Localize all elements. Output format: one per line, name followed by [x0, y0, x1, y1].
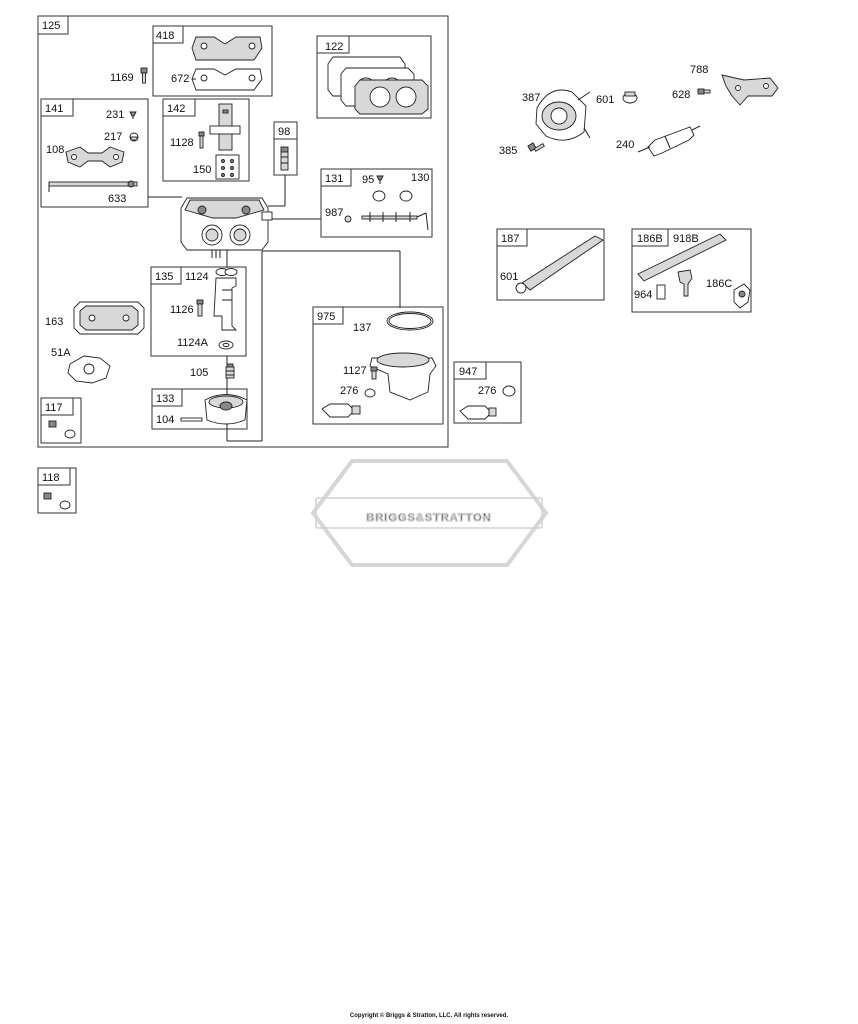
bracket-788 — [721, 74, 779, 106]
part-label-1169: 1169 — [110, 72, 134, 84]
throttle-group-141 — [40, 98, 149, 208]
shaft-group-131 — [320, 168, 433, 238]
part-label-98: 98 — [278, 126, 290, 138]
part-label-1126: 1126 — [170, 304, 194, 316]
part-label-387: 387 — [522, 92, 540, 104]
part-label-137: 137 — [353, 322, 371, 334]
gasket-163 — [73, 301, 145, 335]
choke-group-142 — [162, 98, 250, 182]
fuel-pump-387 — [535, 89, 591, 141]
float-bowl-group-133 — [151, 388, 248, 430]
part-label-105: 105 — [190, 367, 208, 379]
part-label-276: 276 — [340, 385, 358, 397]
screw-628 — [697, 88, 711, 95]
part-label-104: 104 — [156, 414, 174, 426]
part-label-918b: 918B — [673, 233, 699, 245]
gasket-group-122 — [316, 35, 432, 119]
part-label-1128: 1128 — [170, 137, 194, 149]
fuel-bowl-group-975 — [312, 306, 444, 425]
part-label-108: 108 — [46, 144, 64, 156]
part-label-117: 117 — [45, 402, 63, 414]
part-label-133: 133 — [156, 393, 174, 405]
drain-screw-group-117 — [40, 397, 82, 444]
part-label-187: 187 — [501, 233, 519, 245]
part-label-1127: 1127 — [343, 365, 367, 377]
screw-1169 — [140, 67, 148, 84]
part-label-240: 240 — [616, 139, 634, 151]
solenoid-group-947 — [453, 361, 522, 424]
part-label-131: 131 — [325, 173, 343, 185]
gasket-51a — [67, 355, 111, 384]
part-label-633: 633 — [108, 193, 126, 205]
part-label-135: 135 — [155, 271, 173, 283]
briggs-stratton-watermark: BRIGGS&STRATTON — [310, 459, 549, 567]
assembly-box-125 — [37, 15, 449, 448]
part-label-628: 628 — [672, 89, 690, 101]
part-label-385: 385 — [499, 145, 517, 157]
fuel-valve-group-186b — [631, 228, 752, 313]
part-label-142: 142 — [167, 103, 185, 115]
part-label-163: 163 — [45, 316, 63, 328]
part-label-141: 141 — [45, 103, 63, 115]
watermark-text: BRIGGS&STRATTON — [366, 512, 491, 524]
part-label-231: 231 — [106, 109, 124, 121]
part-label-276b: 276 — [478, 385, 496, 397]
part-label-51a: 51A — [51, 347, 71, 359]
gasket-group-418 — [152, 25, 273, 97]
part-label-1124a: 1124A — [177, 337, 209, 349]
part-label-150: 150 — [193, 164, 211, 176]
part-label-964: 964 — [634, 289, 652, 301]
jet-105 — [225, 363, 235, 379]
carburetor-body — [180, 197, 273, 258]
part-label-130: 130 — [411, 172, 429, 184]
fuel-filter-240 — [637, 125, 701, 157]
part-label-601: 601 — [596, 94, 614, 106]
part-label-947: 947 — [459, 366, 477, 378]
float-group-135 — [150, 266, 247, 357]
fuel-line-group-187 — [496, 228, 605, 301]
part-label-95: 95 — [362, 174, 374, 186]
clamp-601 — [622, 91, 638, 104]
part-label-217: 217 — [104, 131, 122, 143]
part-label-186b: 186B — [637, 233, 663, 245]
screw-385 — [527, 142, 545, 152]
part-label-975: 975 — [317, 311, 335, 323]
part-label-122: 122 — [325, 41, 343, 53]
part-label-672: 672 — [171, 73, 189, 85]
part-label-125: 125 — [42, 20, 60, 32]
part-label-788: 788 — [690, 64, 708, 76]
drain-screw-group-118 — [37, 467, 77, 514]
copyright-notice: Copyright © Briggs & Stratton, LLC. All … — [349, 1013, 509, 1019]
part-label-987: 987 — [325, 207, 343, 219]
part-label-186c: 186C — [706, 278, 732, 290]
label-box-125 — [37, 15, 69, 35]
part-label-1124: 1124 — [185, 271, 209, 283]
part-label-418: 418 — [156, 30, 174, 42]
part-label-601b: 601 — [500, 271, 518, 283]
part-label-118: 118 — [42, 472, 60, 484]
